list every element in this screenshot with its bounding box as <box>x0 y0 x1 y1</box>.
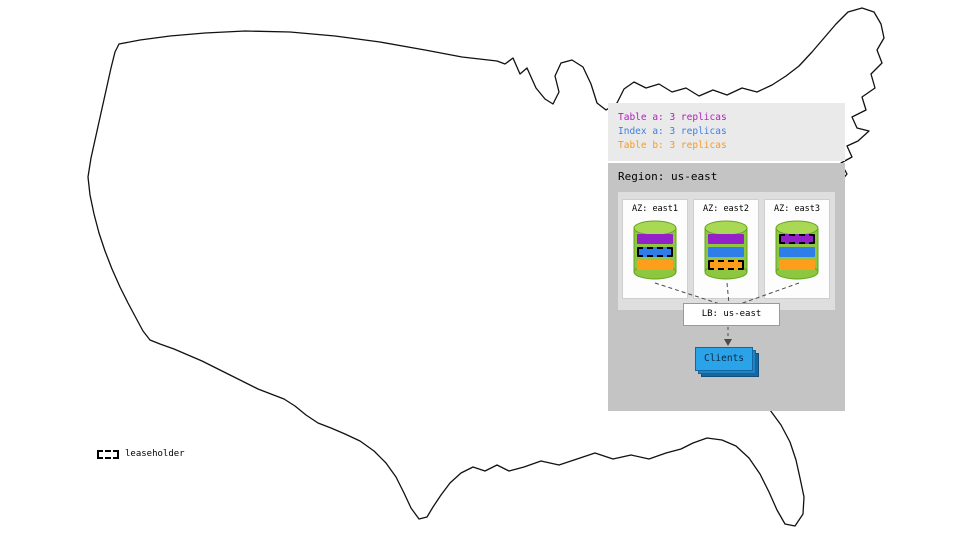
leaseholder-swatch-icon <box>97 449 119 459</box>
replica-bar-table-a <box>637 234 673 244</box>
database-cylinder <box>632 219 678 281</box>
az-box-east2: AZ: east2 <box>693 199 759 299</box>
replica-bars <box>779 234 815 273</box>
replica-bar-table-b <box>708 260 744 270</box>
replica-bars <box>708 234 744 273</box>
az-box-east3: AZ: east3 <box>764 199 830 299</box>
arrow-down-icon <box>724 339 732 346</box>
az-container: AZ: east1 AZ: eas <box>618 192 835 310</box>
region-panel: Region: us-east AZ: east1 <box>608 163 845 411</box>
load-balancer-box: LB: us-east <box>683 303 780 326</box>
clients-box: Clients <box>695 347 759 377</box>
replica-bar-index-a <box>779 247 815 257</box>
az-label: AZ: east2 <box>702 204 750 214</box>
replica-bar-table-b <box>637 260 673 270</box>
replica-bar-table-a <box>779 234 815 244</box>
replica-legend-panel: Table a: 3 replicas Index a: 3 replicas … <box>608 103 845 161</box>
leaseholder-legend-label: leaseholder <box>125 449 185 459</box>
az-box-east1: AZ: east1 <box>622 199 688 299</box>
replica-bar-table-a <box>708 234 744 244</box>
clients-label: Clients <box>695 347 753 371</box>
leaseholder-legend: leaseholder <box>97 449 185 459</box>
replica-bar-index-a <box>637 247 673 257</box>
replica-bars <box>637 234 673 273</box>
replica-bar-table-b <box>779 260 815 270</box>
legend-item-table-b: Table b: 3 replicas <box>618 140 727 151</box>
az-label: AZ: east1 <box>631 204 679 214</box>
legend-item-table-a: Table a: 3 replicas <box>618 112 727 123</box>
database-cylinder <box>774 219 820 281</box>
legend-item-index-a: Index a: 3 replicas <box>618 126 727 137</box>
region-title: Region: us-east <box>618 170 718 183</box>
replica-bar-index-a <box>708 247 744 257</box>
az-label: AZ: east3 <box>773 204 821 214</box>
database-cylinder <box>703 219 749 281</box>
